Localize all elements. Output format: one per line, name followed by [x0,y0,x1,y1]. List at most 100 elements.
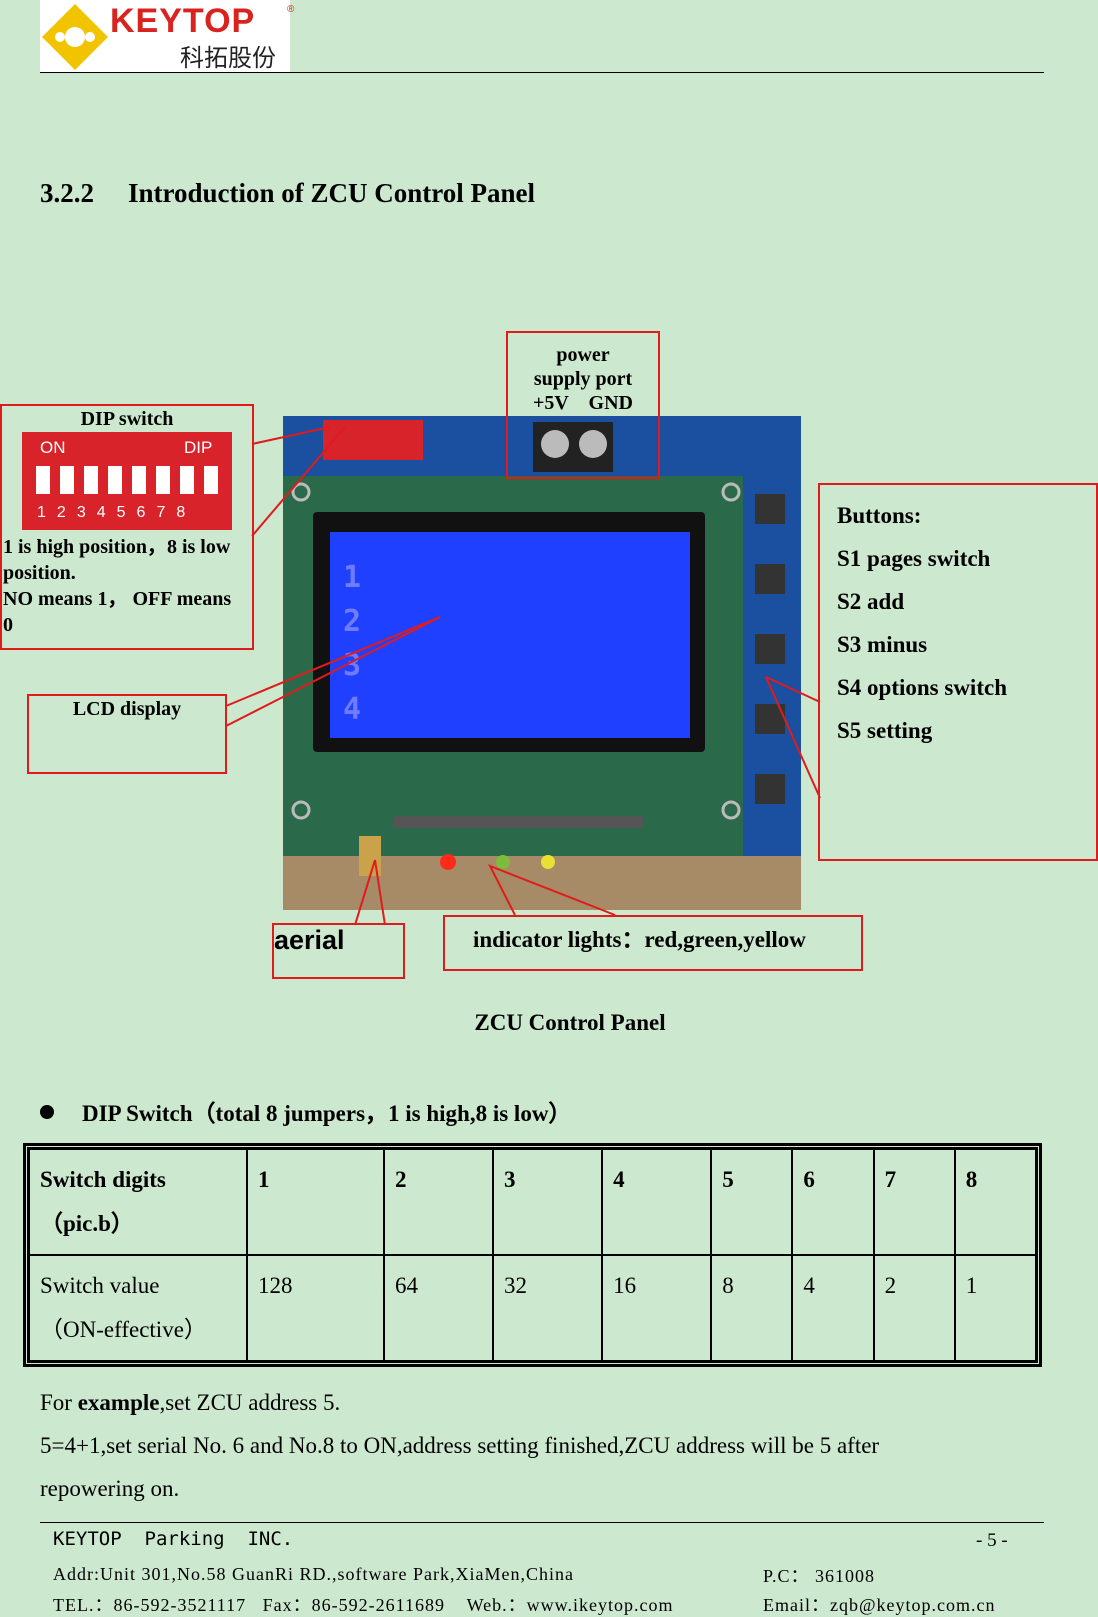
dip-note-line: NO means 1， OFF means [3,588,232,610]
example-text: For [40,1390,78,1415]
table-cell: Switch digits （pic.b） [29,1149,247,1255]
section-title: Introduction of ZCU Control Panel [128,178,536,208]
button-desc: S5 setting [837,718,933,743]
table-cell: 4 [602,1149,712,1255]
bullet-text: DIP Switch（total 8 jumpers，1 is high,8 i… [82,1101,572,1126]
table-cell: 8 [954,1149,1036,1255]
board-photo: 1 2 3 4 [283,416,801,910]
table-cell: Switch value （ON-effective） [29,1255,247,1361]
example-text: ,set ZCU address 5. [159,1390,341,1415]
callout-lines [225,426,821,926]
dip-switch-image: ON DIP 1 2 3 4 5 6 7 8 [22,432,232,530]
dip-lever [132,466,146,494]
button-desc: S2 add [837,589,905,614]
footer-postcode: P.C： 361008 [763,1566,876,1586]
dip-switch-bullet: DIP Switch（total 8 jumpers，1 is high,8 i… [40,1094,571,1128]
lcd-row: 4 [343,692,362,727]
table-cell: 128 [247,1255,384,1361]
lcd-rows: 1 2 3 4 [343,556,683,732]
table-cell: 8 [711,1255,793,1361]
dip-lever [108,466,122,494]
table-row: Switch value（ON-effective） 128 64 32 16 … [29,1255,1036,1361]
dip-lever [180,466,194,494]
power-supply-callout [506,331,660,479]
dip-switch-callout [0,404,254,650]
cell-line: Switch value [40,1273,160,1298]
table-row: Switch digits （pic.b） 1 2 3 4 5 6 7 8 [29,1149,1036,1255]
logo-wordmark: KEYTOP [110,2,256,40]
dip-digit: 1 [37,504,46,521]
table-cell: 5 [711,1149,793,1255]
dip-note-line: position. [3,562,76,584]
footer-contact: TEL.：86-592-3521117 Fax：86-592-2611689 W… [53,1595,674,1615]
bullet-icon [40,1105,54,1119]
dip-note-line: 1 is high position，8 is low [3,536,231,558]
dip-digit: 2 [56,504,66,521]
table-cell: 2 [873,1255,955,1361]
dip-lever [36,466,50,494]
power-label-line: supply port [533,368,633,390]
example-line-3: repowering on. [40,1476,180,1501]
button-desc: S1 pages switch [837,546,991,571]
indicator-callout [443,915,863,971]
dip-digit: 5 [116,504,126,521]
header-rule [40,72,1044,73]
dip-levers [36,466,218,494]
dip-switch-table: Switch digits （pic.b） 1 2 3 4 5 6 7 8 Swi… [23,1143,1042,1367]
lcd-row: 1 [343,560,362,595]
dip-lever [156,466,170,494]
dip-digit: 7 [156,504,166,521]
cell-line: Switch digits [40,1167,166,1192]
dip-switch-title: DIP switch [80,408,174,430]
table-cell: 16 [602,1255,712,1361]
table-cell: 64 [383,1255,494,1361]
table-cell: 1 [954,1255,1036,1361]
button-desc: S3 minus [837,632,928,657]
page-number: - 5 - [976,1530,1008,1551]
footer-email: Email：zqb@keytop.com.cn [763,1595,996,1615]
logo-subtitle: 科拓股份 [180,44,276,72]
cell-line: （ON-effective） [40,1317,207,1342]
dip-lever [204,466,218,494]
footer-rule [40,1522,1044,1523]
dip-digit: 6 [136,504,146,521]
lcd-display-callout [27,694,227,774]
footer-address: Addr:Unit 301,No.58 GuanRi RD.,software … [53,1564,574,1584]
power-label-line: power [556,344,610,366]
power-supply-label: power supply port +5V GND [506,343,660,415]
cell-line: （pic.b） [40,1211,134,1236]
dip-lever [60,466,74,494]
table-cell: 1 [247,1149,384,1255]
section-number: 3.2.2 [40,178,94,208]
lcd-row: 2 [343,604,362,639]
buttons-title: Buttons: [837,503,922,528]
example-line-1: For example,set ZCU address 5. [40,1390,340,1416]
lcd-row: 3 [343,648,362,683]
power-label-line: +5V GND [533,392,633,414]
buttons-list: Buttons: S1 pages switch S2 add S3 minus… [837,494,1007,752]
aerial-callout [272,923,405,979]
puzzle-logo-icon [42,4,108,70]
footer-company: KEYTOP Parking INC. [53,1528,294,1550]
example-line-2: 5=4+1,set serial No. 6 and No.8 to ON,ad… [40,1433,880,1458]
registered-mark: ® [287,4,295,15]
table-cell: 6 [792,1149,874,1255]
dip-digit: 4 [96,504,106,521]
dip-digits: 1 2 3 4 5 6 7 8 [37,504,185,522]
table-cell: 32 [493,1255,603,1361]
dip-digit: 3 [76,504,86,521]
dip-label: DIP [184,438,213,457]
aerial-label: aerial [274,925,345,955]
indicator-label: indicator lights：red,green,yellow [473,927,806,952]
dip-on-label: ON [40,438,66,457]
table-cell: 4 [792,1255,874,1361]
table-cell: 2 [383,1149,494,1255]
section-heading: 3.2.2 Introduction of ZCU Control Panel [40,178,535,209]
example-bold: example [77,1390,160,1415]
table-cell: 3 [493,1149,603,1255]
dip-note-line: 0 [3,614,13,636]
table-cell: 7 [873,1149,955,1255]
dip-switch-note: 1 is high position，8 is low position. NO… [3,534,253,638]
lcd-display-label: LCD display [72,698,182,720]
buttons-callout [818,483,1098,861]
